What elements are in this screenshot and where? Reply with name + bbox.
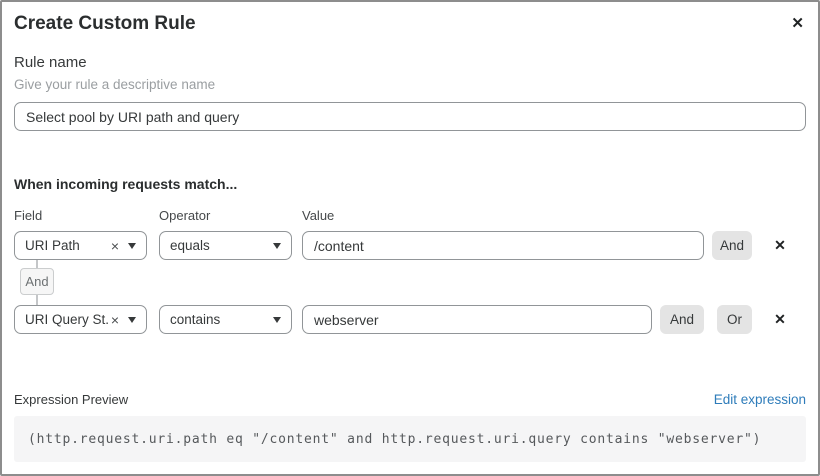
clear-icon[interactable]: × bbox=[110, 311, 119, 328]
dialog-header: Create Custom Rule ✕ bbox=[14, 11, 806, 37]
expression-preview-header: Expression Preview Edit expression bbox=[14, 392, 806, 408]
operator-select-2-value: contains bbox=[170, 312, 221, 327]
and-button-row-1[interactable]: And bbox=[712, 231, 752, 260]
dialog-title: Create Custom Rule bbox=[14, 13, 196, 34]
operator-select-1-value: equals bbox=[170, 238, 210, 253]
or-button-row-2[interactable]: Or bbox=[717, 305, 752, 334]
field-column-label: Field bbox=[14, 208, 43, 223]
operator-select-2[interactable]: contains bbox=[159, 305, 292, 334]
clear-icon[interactable]: × bbox=[110, 237, 119, 254]
connector: And bbox=[14, 260, 806, 305]
delete-row-icon[interactable]: ✕ bbox=[768, 237, 792, 254]
connector-and-badge: And bbox=[20, 268, 54, 295]
condition-row-1: URI Path × equals And ✕ bbox=[14, 231, 806, 260]
connector-line bbox=[36, 295, 38, 305]
chevron-down-icon bbox=[128, 242, 136, 249]
condition-row-2: URI Query St... × contains And Or ✕ bbox=[14, 305, 806, 334]
value-input-1[interactable] bbox=[302, 231, 704, 260]
operator-column-label: Operator bbox=[159, 208, 211, 223]
edit-expression-link[interactable]: Edit expression bbox=[713, 392, 806, 407]
rule-name-hint: Give your rule a descriptive name bbox=[14, 77, 216, 92]
value-column-label: Value bbox=[302, 208, 335, 223]
rule-name-label: Rule name bbox=[14, 54, 87, 71]
field-select-2[interactable]: URI Query St... × bbox=[14, 305, 147, 334]
matcher-section: When incoming requests match... Field Op… bbox=[14, 177, 806, 334]
and-button-row-2[interactable]: And bbox=[660, 305, 704, 334]
column-labels: Field Operator Value bbox=[14, 209, 806, 222]
delete-row-icon[interactable]: ✕ bbox=[768, 311, 792, 328]
expression-preview-section: Expression Preview Edit expression (http… bbox=[14, 392, 806, 462]
close-icon[interactable]: ✕ bbox=[789, 13, 806, 35]
expression-preview-label: Expression Preview bbox=[14, 392, 129, 407]
matcher-heading: When incoming requests match... bbox=[14, 176, 238, 192]
rule-name-section: Rule name Give your rule a descriptive n… bbox=[14, 55, 806, 131]
chevron-down-icon bbox=[273, 242, 281, 249]
field-select-1[interactable]: URI Path × bbox=[14, 231, 147, 260]
expression-code: (http.request.uri.path eq "/content" and… bbox=[14, 416, 806, 462]
operator-select-1[interactable]: equals bbox=[159, 231, 292, 260]
chevron-down-icon bbox=[128, 316, 136, 323]
rule-name-input[interactable] bbox=[14, 102, 806, 131]
field-select-2-value: URI Query St... bbox=[25, 312, 109, 327]
connector-line bbox=[36, 260, 38, 268]
field-select-1-value: URI Path bbox=[25, 238, 80, 253]
value-input-2[interactable] bbox=[302, 305, 652, 334]
chevron-down-icon bbox=[273, 316, 281, 323]
